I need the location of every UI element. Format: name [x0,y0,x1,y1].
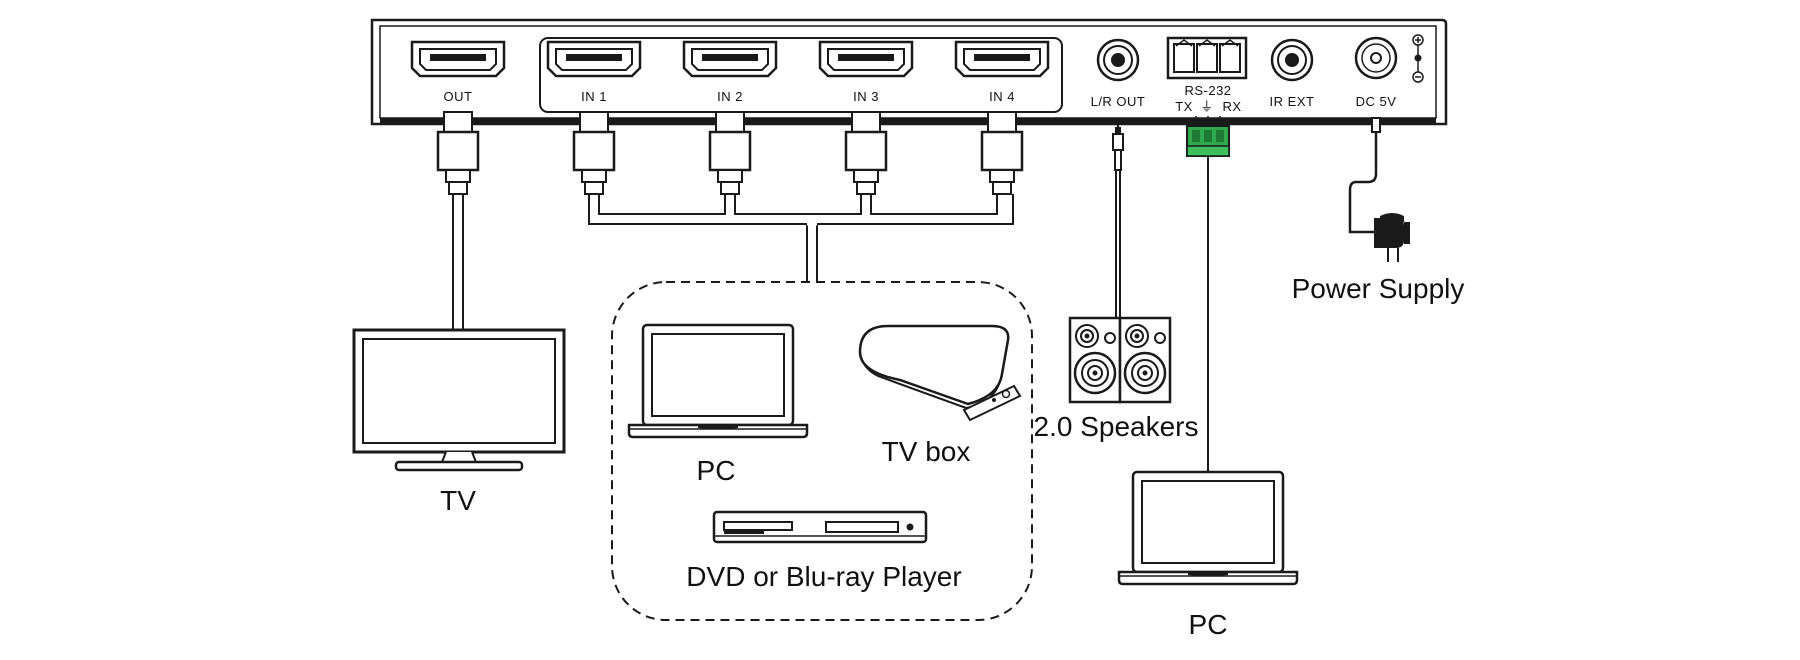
hdmi-plug-in4 [980,110,1024,196]
port-label-in4: IN 4 [989,89,1015,104]
hdmi-plug-in1 [572,110,616,196]
label-pc-control: PC [1189,609,1228,640]
port-label-in3: IN 3 [853,89,879,104]
port-label-rs232-tx: TX [1175,99,1193,114]
tv-box-icon [858,324,1022,422]
hdmi-plug-out [436,110,480,196]
hdmi-in3-port [818,40,914,78]
power-adapter-icon [1374,213,1410,262]
source-devices-group [611,281,1033,621]
port-label-in1: IN 1 [581,89,607,104]
laptop-icon [627,323,809,439]
power-cable [1348,117,1381,234]
label-power-supply: Power Supply [1292,273,1465,304]
hdmi-in2-port [682,40,778,78]
hdmi-plug-in2 [708,110,752,196]
port-label-ir-ext: IR EXT [1270,94,1315,109]
dc-jack-icon [1354,36,1398,80]
port-label-dc: DC 5V [1356,94,1397,109]
tv-icon [352,328,566,472]
remote-control-icon [962,384,1022,422]
port-label-rs232: RS-232 [1184,83,1231,98]
audio-jack-icon [1096,38,1140,82]
speakers-icon [1068,316,1172,404]
label-tv-box: TV box [882,436,971,467]
port-label-rs232-gnd: ⏚ [1200,99,1214,114]
hdmi-plug-in3 [844,110,888,196]
label-speakers: 2.0 Speakers [1034,411,1199,442]
label-dvd: DVD or Blu-ray Player [686,561,961,592]
port-label-lr-out: L/R OUT [1091,94,1146,109]
label-pc-source: PC [697,455,736,486]
port-label-out: OUT [444,89,473,104]
control-laptop-icon [1117,470,1299,586]
dvd-player-icon [712,510,928,544]
label-tv: TV [440,485,476,516]
hdmi-in4-port [954,40,1050,78]
rs232-terminal-plug [1186,116,1230,481]
ir-jack-icon [1270,38,1314,82]
polarity-icon [1412,34,1424,83]
hdmi-out-port [410,40,506,78]
terminal-block-icon [1166,36,1248,80]
port-label-rs232-rx: RX [1222,99,1241,114]
hdmi-in1-port [546,40,642,78]
audio-cable [1112,122,1124,318]
hdmi-input-cable-bundle [588,194,1014,282]
port-label-in2: IN 2 [717,89,743,104]
hdmi-output-cable [452,194,464,330]
